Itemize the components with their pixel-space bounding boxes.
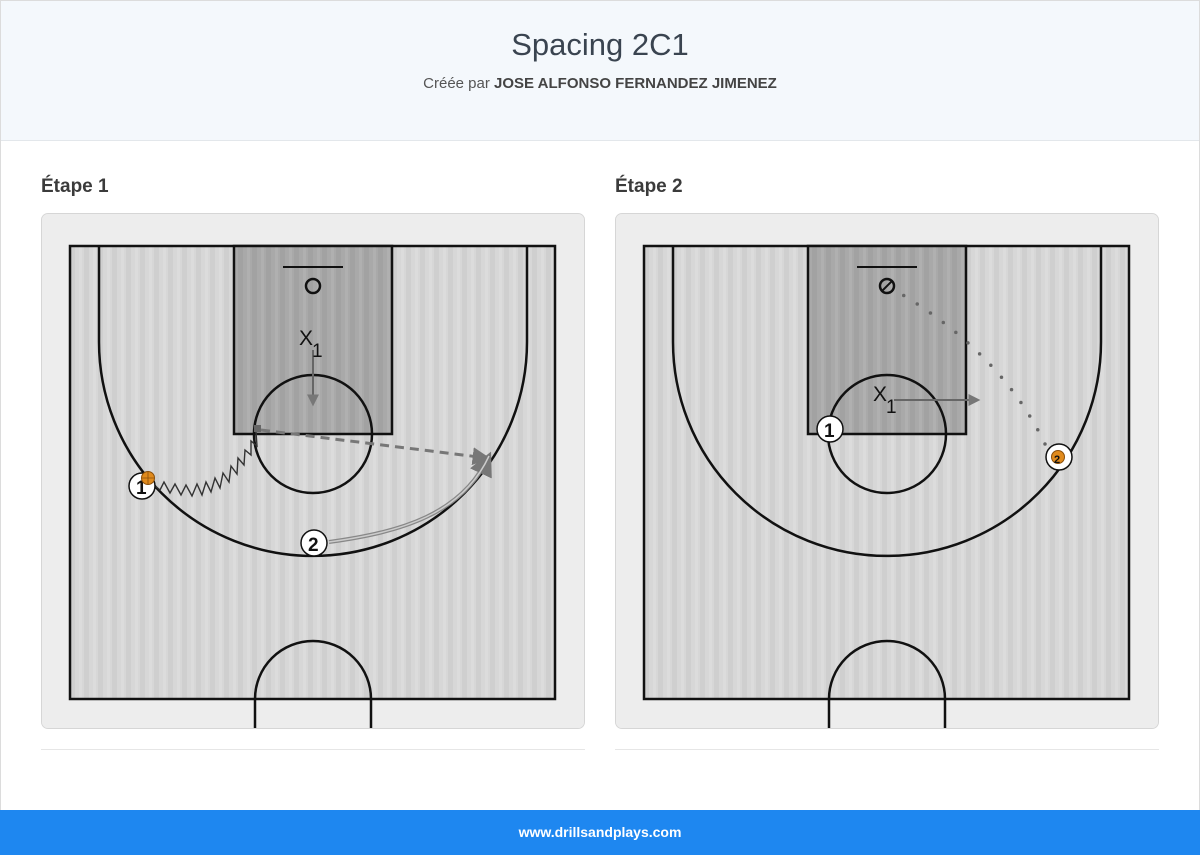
author-line: Créée par JOSE ALFONSO FERNANDEZ JIMENEZ [1,75,1199,92]
basket-made-mark [881,280,893,292]
pass-arrow [260,428,491,466]
basket [304,277,322,295]
defender-number: 1 [886,397,897,418]
ball-icon [1051,450,1065,464]
shot-path [896,290,1047,446]
step-1-title: Étape 1 [41,176,109,197]
step-1-court: X 1 1 2 [42,214,584,728]
paint-area [806,244,968,436]
step-1-diagram: X 1 1 2 [41,213,585,729]
step-2-title: Étape 2 [615,176,683,197]
footer: www.drillsandplays.com [0,810,1200,855]
player-2 [300,529,328,557]
defender-label: X [299,327,313,350]
basket [878,277,896,295]
step-2-court: X 1 1 2 [616,214,1158,728]
dribble-path [153,431,258,498]
dribble-end-marker [254,425,261,432]
header: Spacing 2C1 Créée par JOSE ALFONSO FERNA… [1,1,1199,141]
step-2-diagram: X 1 1 2 [615,213,1159,729]
three-point-line [671,246,1103,558]
step-2-divider [615,749,1159,750]
footer-site-link[interactable]: www.drillsandplays.com [518,824,682,840]
created-by-label: Créée par [423,75,490,92]
cut-arrow-highlight [328,455,490,543]
player-2-label: 2 [1054,454,1060,466]
defender-label: X [873,383,887,406]
ball-seams [142,472,154,484]
step-1-divider [41,749,585,750]
player-1-label: 1 [136,478,147,499]
player-1 [816,415,844,443]
center-circle [827,639,947,728]
page-title: Spacing 2C1 [511,27,689,62]
player-2-label: 2 [308,535,319,556]
paint-area [232,244,394,436]
center-circle [253,639,373,728]
author-name: JOSE ALFONSO FERNANDEZ JIMENEZ [494,75,777,92]
player-1-label: 1 [824,421,835,442]
defender-number: 1 [312,341,323,362]
